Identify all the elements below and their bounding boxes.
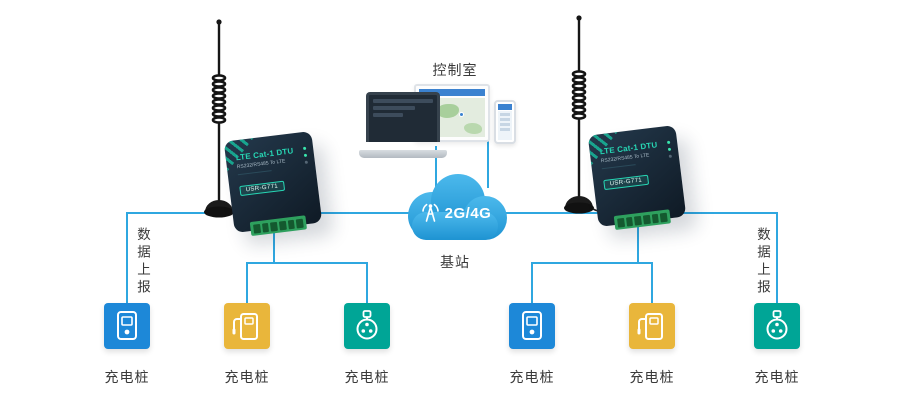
connector-line [126,212,232,214]
antenna-icon [564,15,609,214]
data-report-label-left: 数据上报 [135,227,150,297]
network-type-label: 2G/4G [444,204,492,222]
connector-line [314,212,440,214]
data-report-label-right: 数据上报 [755,227,770,297]
dtu-divider [601,164,636,170]
terminal-block [613,209,672,231]
map-marker [459,112,464,117]
charging-gun-icon [629,303,675,349]
charging-pile-label: 充电桩 [754,369,800,385]
connector-line [435,146,437,188]
phone-screen [498,111,512,140]
dtu-device-right: LTE Cat-1 DTU RS232/RS485 To LTE USR-G77… [587,124,687,231]
connector-line [651,262,653,304]
connector-line [273,226,275,264]
antenna-left [196,16,249,226]
phone-header [498,104,512,110]
connector-line [531,262,533,304]
dtu-body: LTE Cat-1 DTU RS232/RS485 To LTE USR-G77… [223,130,323,237]
charging-meter-icon [509,303,555,349]
terminal-block [249,215,308,237]
connector-line [246,262,368,264]
dashboard-header [419,89,485,96]
antenna-icon [204,19,249,218]
connector-line [472,212,602,214]
laptop-screen [366,92,440,142]
charging-pile-label: 充电桩 [104,369,150,385]
charging-pile-label: 充电桩 [224,369,270,385]
charging-pile-label: 充电桩 [629,369,675,385]
charging-pile: 充电桩 [217,303,277,387]
antenna-right [556,12,609,222]
charging-pile: 充电桩 [622,303,682,387]
charging-meter-icon [104,303,150,349]
control-room-label: 控制室 [432,62,478,78]
connector-line [678,212,778,214]
connector-line [637,220,639,264]
dtu-body: LTE Cat-1 DTU RS232/RS485 To LTE USR-G77… [587,124,687,231]
base-station-label: 基站 [440,254,470,270]
connector-line [487,140,489,188]
laptop-base [359,150,447,158]
charging-pile-label: 充电桩 [509,369,555,385]
charging-pile: 充电桩 [747,303,807,387]
smartphone [494,100,516,144]
dtu-device-left: LTE Cat-1 DTU RS232/RS485 To LTE USR-G77… [223,130,323,237]
connector-line [366,262,368,304]
charging-plug-icon [754,303,800,349]
laptop [359,92,447,158]
charging-gun-icon [224,303,270,349]
connector-line [246,262,248,304]
dashboard-map [433,98,485,137]
cloud-content: 2G/4G [398,199,512,227]
charging-pile-label: 充电桩 [344,369,390,385]
control-room-devices [359,84,518,158]
charging-plug-icon [344,303,390,349]
dtu-divider [237,170,272,176]
dtu-model-badge: USR-G771 [239,180,285,197]
charging-pile: 充电桩 [97,303,157,387]
connector-line [126,212,128,304]
charging-pile: 充电桩 [337,303,397,387]
dtu-model-badge: USR-G771 [603,174,649,191]
signal-tower-icon [421,203,439,222]
connector-line [776,212,778,304]
connector-line [531,262,653,264]
charging-pile: 充电桩 [502,303,562,387]
